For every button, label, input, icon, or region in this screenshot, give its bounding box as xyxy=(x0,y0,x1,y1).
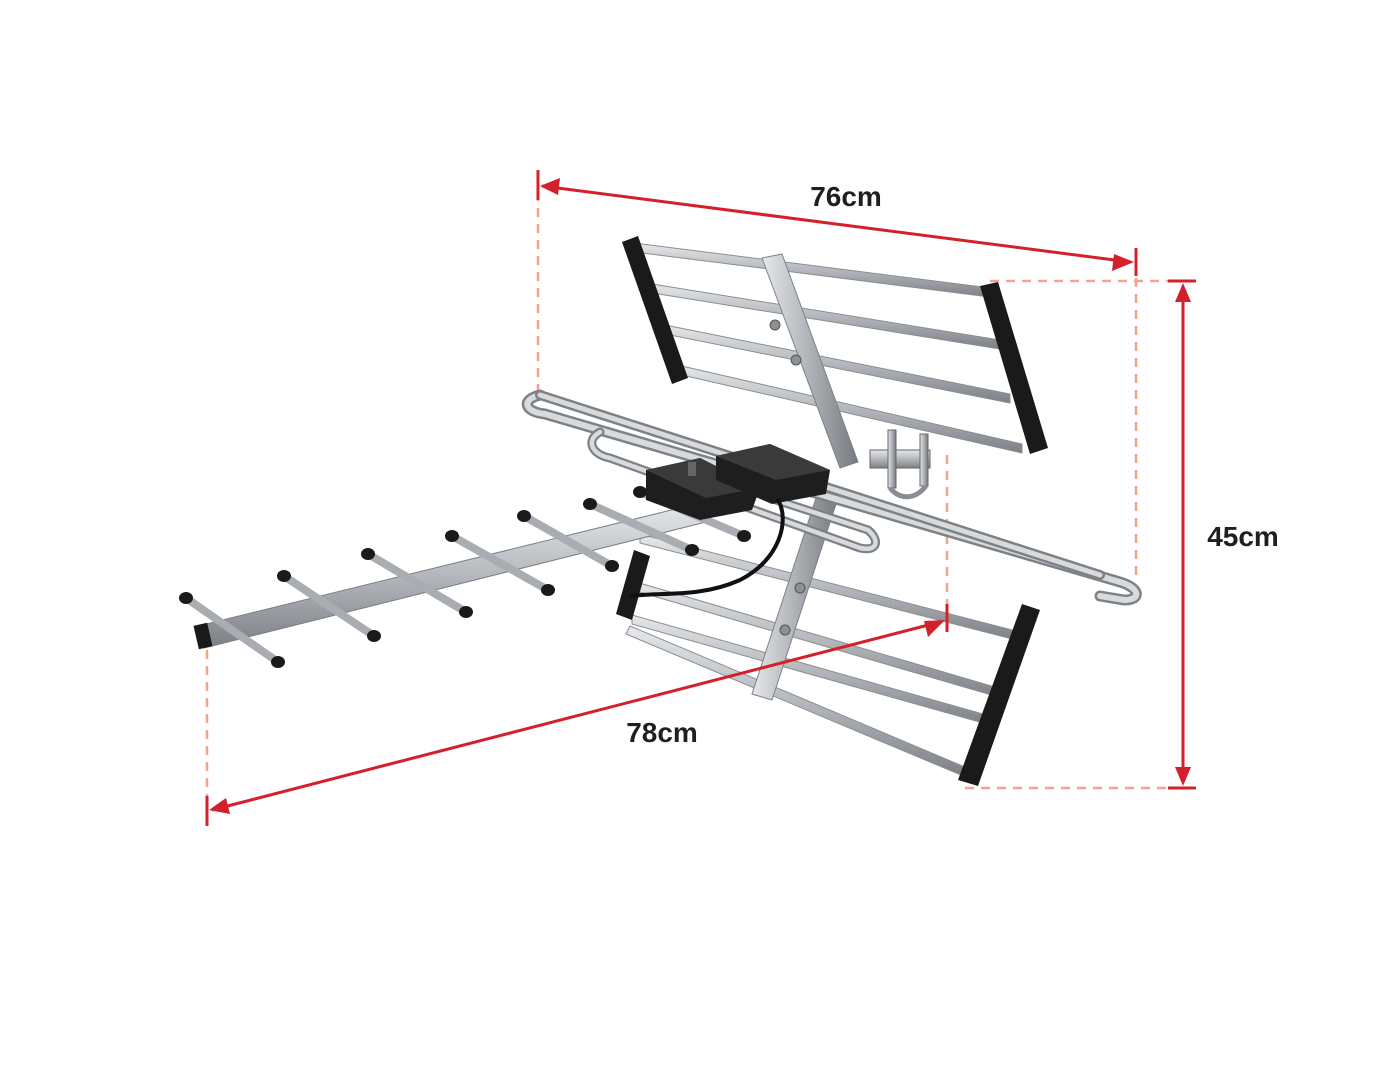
director-end-cap xyxy=(361,548,375,560)
director-rod xyxy=(182,594,282,666)
director-end-cap xyxy=(271,656,285,668)
antenna xyxy=(179,236,1142,786)
director-rod xyxy=(280,572,378,640)
director-end-cap xyxy=(459,606,473,618)
director-end-cap xyxy=(633,486,647,498)
director-end-cap xyxy=(685,544,699,556)
director-end-cap xyxy=(541,584,555,596)
director-end-cap xyxy=(583,498,597,510)
amplifier-housing xyxy=(646,444,830,520)
width-arrowhead-left xyxy=(540,178,560,195)
director-end-cap xyxy=(605,560,619,572)
director-end-cap xyxy=(179,592,193,604)
coax-cable xyxy=(630,498,785,598)
length-dimension-line xyxy=(211,620,941,812)
director-end-cap xyxy=(517,510,531,522)
width-dimension-label: 76cm xyxy=(810,181,882,212)
length-arrowhead-right xyxy=(924,620,945,637)
director-end-cap xyxy=(367,630,381,642)
director-rod xyxy=(520,512,616,570)
yagi-directors xyxy=(179,486,751,668)
height-arrowhead-bottom xyxy=(1175,767,1191,786)
width-arrowhead-right xyxy=(1112,254,1134,271)
length-dimension-label: 78cm xyxy=(626,717,698,748)
height-arrowhead-top xyxy=(1175,283,1191,302)
mast-clamp xyxy=(869,429,931,500)
director-end-cap xyxy=(445,530,459,542)
dimension-arrows xyxy=(205,170,1196,826)
director-rod xyxy=(364,550,470,616)
dimension-arrowheads xyxy=(209,178,1191,814)
director-end-cap xyxy=(277,570,291,582)
director-rod xyxy=(586,500,696,554)
top-reflector-panel xyxy=(622,236,1048,469)
director-rod xyxy=(448,532,552,594)
director-end-cap xyxy=(737,530,751,542)
length-arrowhead-left xyxy=(209,798,230,814)
width-dimension-line xyxy=(541,184,1131,264)
height-dimension-label: 45cm xyxy=(1207,521,1279,552)
bottom-reflector-panel xyxy=(616,491,1040,786)
